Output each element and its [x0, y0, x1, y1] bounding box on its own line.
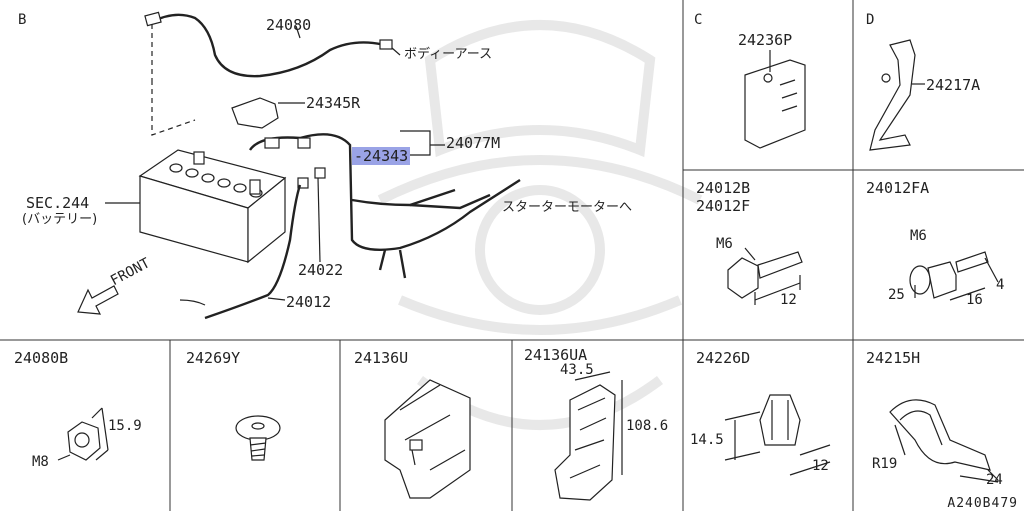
label-24136UA: 24136UA — [524, 346, 588, 364]
clip-24269Y-drawing — [235, 415, 281, 461]
label-bolt-b-thread: M6 — [910, 228, 927, 244]
label-bolt-a-thread: M6 — [716, 236, 733, 252]
battery — [138, 149, 287, 264]
part-24217A-drawing — [869, 39, 925, 151]
bolt-24012B-drawing — [727, 247, 803, 305]
watermark-emblem — [377, 20, 703, 430]
label-bolt-b-dim-25: 25 — [888, 287, 905, 303]
label-bracket-ua-width: 43.5 — [560, 362, 594, 378]
label-bracket-ua-height: 108.6 — [626, 418, 669, 434]
label-24215H: 24215H — [866, 349, 921, 367]
label-24080: 24080 — [266, 16, 312, 34]
label-nut-thread: M8 — [32, 454, 49, 470]
cover-24345R — [231, 97, 305, 129]
leader-24077M — [400, 130, 445, 156]
label-starter-motor: スターターモーターへ — [502, 200, 633, 215]
bolt-24012FA-drawing — [909, 251, 999, 301]
label-24217A: 24217A — [926, 76, 981, 94]
section-letter-c: C — [694, 12, 703, 28]
label-clamp-radius: R19 — [872, 456, 898, 472]
label-24269Y: 24269Y — [186, 349, 241, 367]
harness-24077M — [249, 133, 521, 279]
harness-24080 — [144, 11, 401, 78]
label-24022: 24022 — [298, 261, 344, 279]
label-24077M: 24077M — [446, 134, 501, 152]
label-24236P: 24236P — [738, 31, 793, 49]
label-24012: 24012 — [286, 293, 332, 311]
section-letter-d: D — [866, 12, 875, 28]
section-letter-b: B — [18, 12, 27, 28]
label-24012FA: 24012FA — [866, 179, 930, 197]
bracket-24136UA-drawing — [554, 371, 623, 501]
earth-dash — [151, 24, 196, 136]
label-24136U: 24136U — [354, 349, 409, 367]
label-clip-d-width: 12 — [812, 458, 829, 474]
clip-24226D-drawing — [724, 394, 831, 476]
label-bolt-b-dim-4: 4 — [996, 277, 1005, 293]
label-24343: -24343 — [352, 147, 411, 165]
label-bolt-b-dim-16: 16 — [966, 292, 983, 308]
diagram-code: A240B479 — [947, 496, 1018, 511]
label-24012F: 24012F — [696, 197, 751, 215]
bracket-24136U-drawing — [384, 379, 471, 499]
nut-24080B-drawing — [57, 407, 109, 461]
label-body-earth: ボディーアース — [404, 47, 493, 62]
label-sec-244: SEC.244 — [26, 194, 90, 212]
label-battery: (バッテリー) — [22, 212, 98, 227]
label-24343-text: 24343 — [363, 147, 409, 165]
label-clip-d-height: 14.5 — [690, 432, 724, 448]
label-24345R: 24345R — [306, 94, 361, 112]
harness-24012 — [179, 177, 321, 320]
part-24236P-drawing — [744, 50, 806, 149]
label-clamp-width: 24 — [986, 472, 1003, 488]
label-24226D: 24226D — [696, 349, 751, 367]
label-24012B: 24012B — [696, 179, 751, 197]
label-nut-dim: 15.9 — [108, 418, 142, 434]
front-arrow — [77, 285, 119, 315]
label-24080B: 24080B — [14, 349, 69, 367]
label-bolt-a-length: 12 — [780, 292, 797, 308]
clamp-24215H-drawing — [889, 399, 999, 483]
